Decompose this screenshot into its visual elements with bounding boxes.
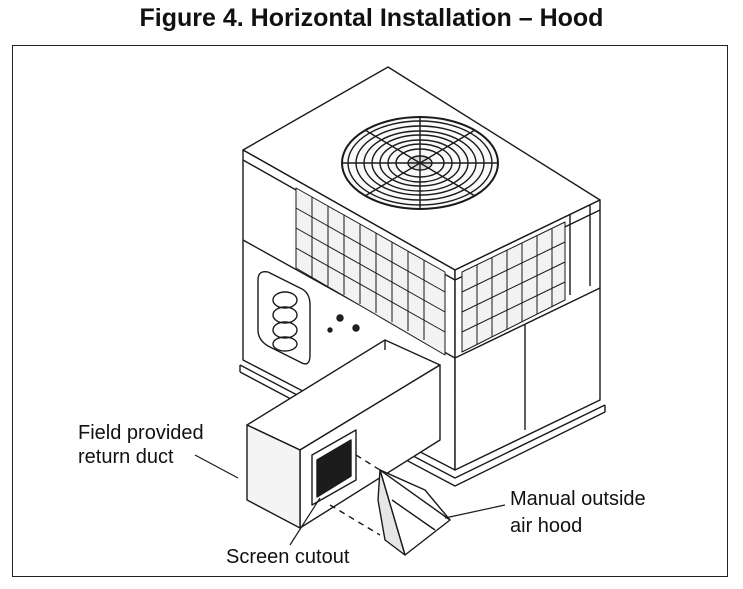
coil-louvers-left (295, 187, 446, 356)
alignment-dashes (329, 454, 381, 536)
manual-outside-air-hood (377, 469, 451, 556)
leader-return-duct (194, 454, 239, 479)
callout-air-hood-line2: air hood (510, 515, 583, 537)
leader-air-hood (444, 504, 506, 519)
callout-leaders (194, 454, 506, 546)
callout-air-hood-line1: Manual outside (510, 488, 646, 510)
callout-return-duct-line2: return duct (78, 446, 174, 468)
figure-title: Figure 4. Horizontal Installation – Hood (139, 4, 604, 32)
screen-cutout (311, 429, 357, 506)
callout-screen-cutout: Screen cutout (226, 546, 350, 568)
coil-access-window (257, 270, 311, 365)
leader-screen-cutout (289, 497, 321, 546)
coil-louvers-right (461, 221, 566, 353)
figure-frame (12, 45, 728, 577)
condenser-fan-grille (341, 116, 499, 210)
callout-return-duct-line1: Field provided (78, 422, 204, 444)
